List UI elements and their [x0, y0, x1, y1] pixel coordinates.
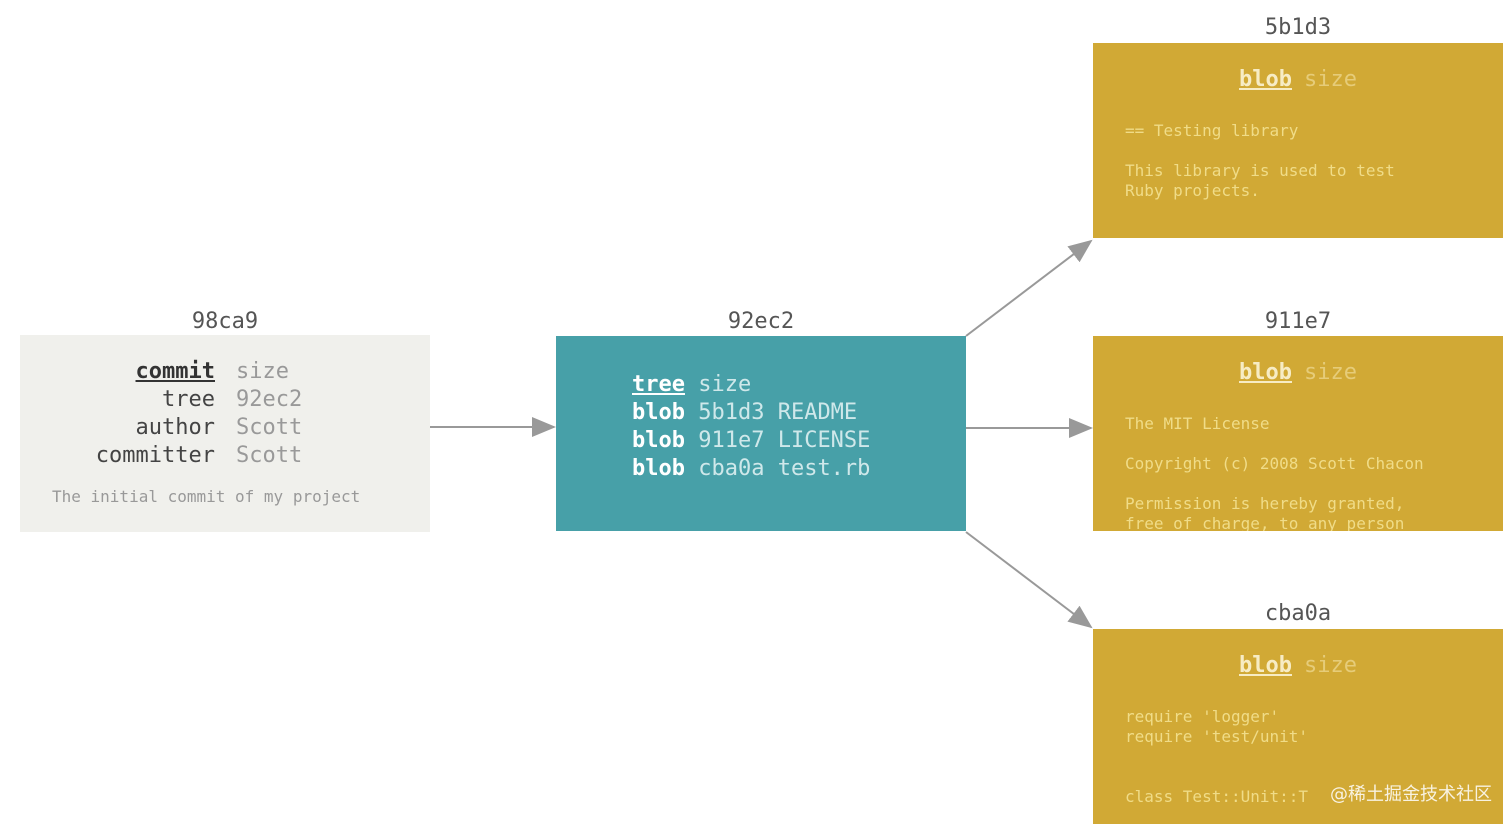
entry-type: blob: [632, 456, 685, 481]
blob-size: size: [1304, 67, 1357, 92]
tree-value: 92ec2: [236, 387, 303, 412]
blob-id: cba0a: [1264, 601, 1332, 626]
entry-value: 5b1d3 README: [698, 400, 858, 425]
arrow-tree-to-blob-5b1d3: [965, 239, 1093, 337]
tree-type: tree: [632, 372, 685, 397]
entry-type: blob: [632, 428, 685, 453]
committer-key: committer: [95, 443, 215, 468]
blob-object: blob size The MIT License Copyright (c) 2…: [1093, 336, 1503, 531]
blob-id: 5b1d3: [1264, 15, 1332, 40]
blob-content: The MIT License Copyright (c) 2008 Scott…: [1125, 414, 1424, 531]
tree-id: 92ec2: [727, 309, 795, 334]
commit-message: The initial commit of my project: [52, 487, 361, 506]
blob-type: blob: [1239, 67, 1292, 92]
entry-type: blob: [632, 400, 685, 425]
commit-id: 98ca9: [191, 309, 259, 334]
blob-object: blob size require 'logger' require 'test/…: [1093, 629, 1503, 824]
watermark: @稀土掘金技术社区: [1330, 784, 1492, 805]
blob-type: blob: [1239, 360, 1292, 385]
entry-value: cba0a test.rb: [698, 456, 871, 481]
blob-type: blob: [1239, 653, 1292, 678]
commit-size: size: [236, 359, 289, 384]
commit-object: commit size tree 92ec2 author Scott comm…: [20, 335, 430, 532]
blob-size: size: [1304, 653, 1357, 678]
blob-content: == Testing library This library is used …: [1125, 121, 1395, 200]
blob-id: 911e7: [1264, 309, 1332, 334]
arrow-tree-to-blob-cba0a: [965, 531, 1093, 629]
tree-object: tree size blob 5b1d3 README blob 911e7 L…: [556, 336, 966, 531]
committer-value: Scott: [236, 443, 303, 468]
blob-size: size: [1304, 360, 1357, 385]
tree-key: tree: [162, 387, 215, 412]
commit-key: commit: [135, 359, 215, 384]
tree-size: size: [698, 372, 752, 397]
blob-object: blob size == Testing library This library…: [1093, 43, 1503, 238]
author-value: Scott: [236, 415, 303, 440]
blob-content: require 'logger' require 'test/unit' cla…: [1125, 707, 1309, 806]
entry-value: 911e7 LICENSE: [698, 428, 871, 453]
author-key: author: [135, 415, 215, 440]
